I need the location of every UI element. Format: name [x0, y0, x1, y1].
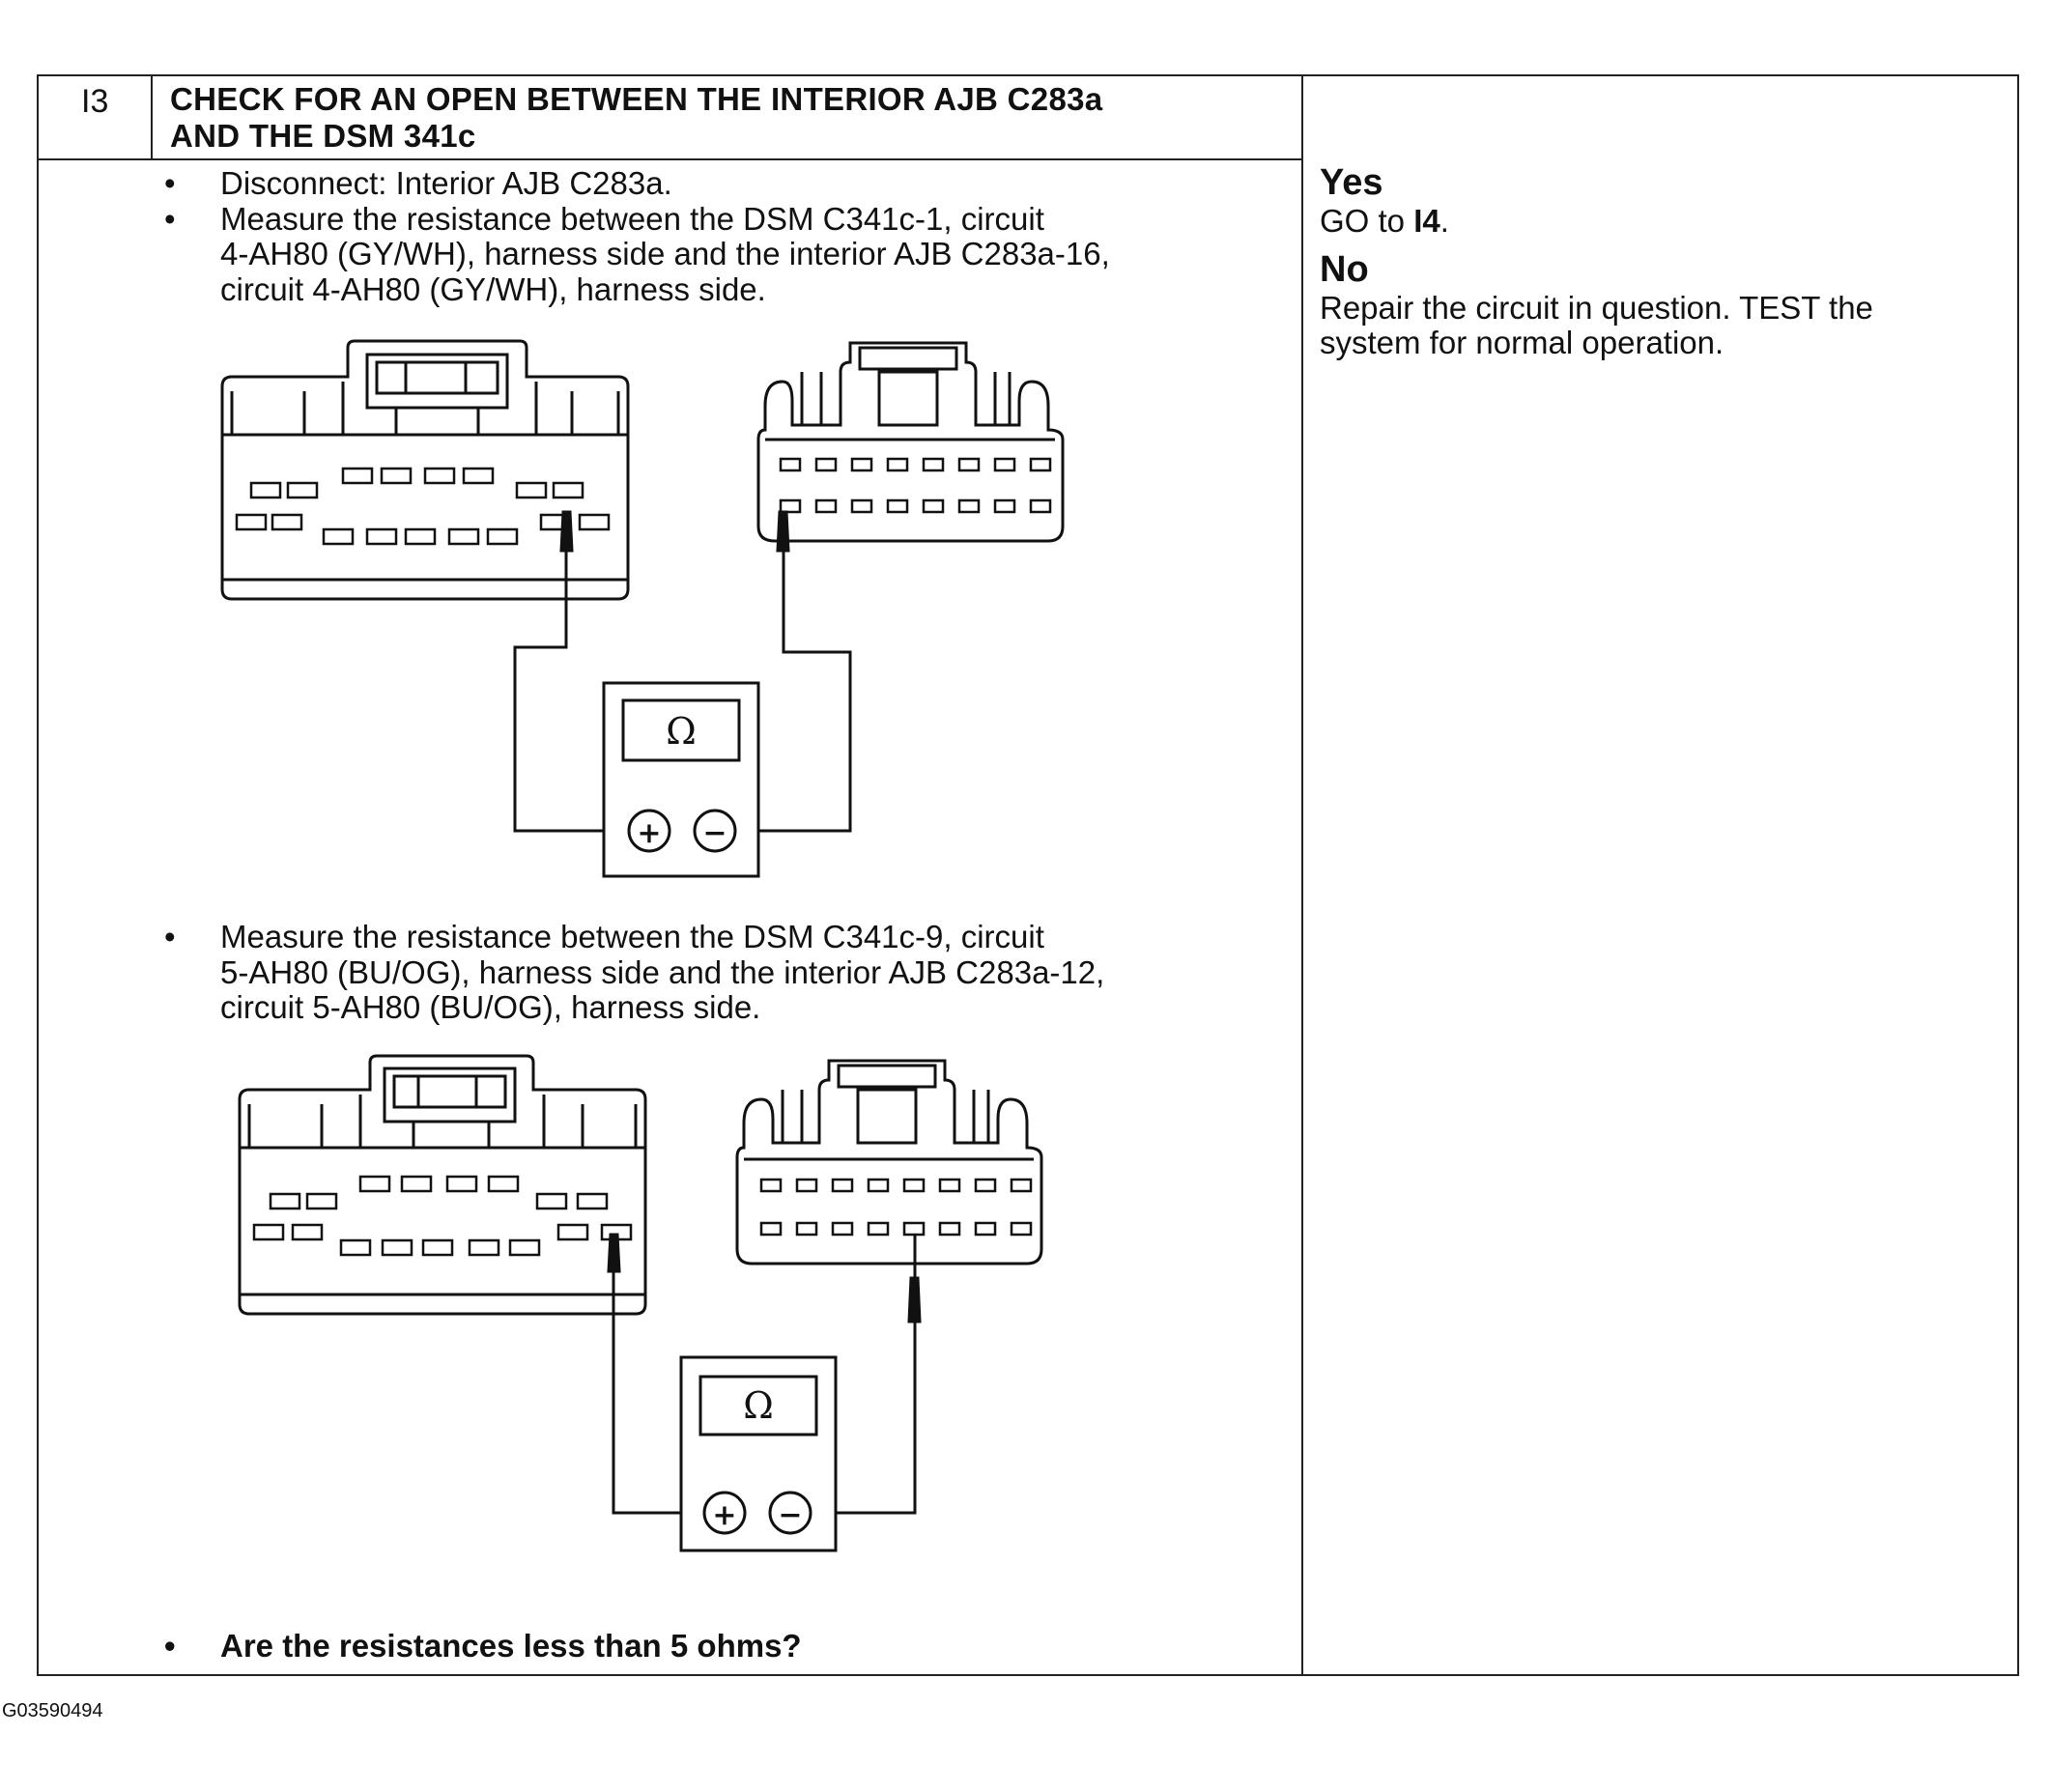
yes-action: GO to I4.: [1320, 203, 1996, 240]
bullet-dot: •: [164, 200, 176, 237]
instruction-disconnect: • Disconnect: Interior AJB C283a.: [164, 165, 1110, 202]
ohmmeter: [679, 1355, 838, 1552]
instruction-measure-2: • Measure the resistance between the DSM…: [164, 919, 1105, 1026]
probe-tip: [559, 510, 574, 553]
ajb-connector: [220, 339, 630, 601]
bullet-dot: •: [164, 1628, 176, 1664]
instruction-measure-1: • Measure the resistance between the DSM…: [164, 200, 1110, 308]
no-action-text: system for normal operation.: [1320, 325, 1724, 360]
results-column: Yes GO to I4. No Repair the circuit in q…: [1320, 162, 1996, 361]
ajb-connector: [238, 1054, 647, 1316]
resistance-diagram-2: Ω + −: [238, 1054, 1043, 1552]
instruction-text: Measure the resistance between the DSM C…: [220, 200, 1044, 237]
figure-code: G03590494: [2, 1700, 103, 1721]
probe-tip: [607, 1233, 621, 1273]
meter-lead-positive: [513, 551, 613, 833]
step-id: I3: [81, 83, 109, 120]
no-action: Repair the circuit in question. TEST the…: [1320, 289, 1996, 361]
step-id-divider: [151, 74, 153, 159]
question-text: Are the resistances less than 5 ohms?: [220, 1628, 802, 1664]
header-divider: [37, 158, 1303, 160]
question-list: • Are the resistances less than 5 ohms?: [164, 1628, 802, 1664]
step-table: [37, 74, 2019, 1676]
step-title-line-2: AND THE DSM 341c: [170, 118, 476, 154]
instruction-text: Measure the resistance between the DSM C…: [220, 919, 1044, 954]
resistance-diagram-1: Ω + −: [220, 339, 1065, 878]
meter-lead-negative: [734, 551, 852, 833]
instruction-text: 4-AH80 (GY/WH), harness side and the int…: [220, 236, 1110, 271]
step-title-line-1: CHECK FOR AN OPEN BETWEEN THE INTERIOR A…: [170, 81, 1103, 117]
column-divider: [1301, 74, 1303, 1676]
minus-terminal: −: [702, 816, 727, 850]
plus-terminal: +: [712, 1498, 736, 1532]
ohm-symbol: Ω: [743, 1384, 774, 1427]
instruction-text: Disconnect: Interior AJB C283a.: [220, 165, 672, 201]
meter-lead-negative: [829, 1235, 917, 1515]
step-title: CHECK FOR AN OPEN BETWEEN THE INTERIOR A…: [170, 81, 1102, 155]
instruction-list-1: • Disconnect: Interior AJB C283a. • Meas…: [164, 165, 1110, 308]
bullet-dot: •: [164, 165, 176, 201]
instruction-text: circuit 4-AH80 (GY/WH), harness side.: [220, 270, 766, 307]
instruction-text: 5-AH80 (BU/OG), harness side and the int…: [220, 953, 1105, 990]
yes-action-text: GO to: [1320, 203, 1414, 239]
ohmmeter: [602, 681, 760, 878]
no-action-text: Repair the circuit in question. TEST the: [1320, 289, 1873, 326]
yes-target-step: I4: [1413, 203, 1440, 239]
yes-action-punct: .: [1439, 203, 1449, 239]
no-label: No: [1320, 248, 1369, 290]
dsm-connector: [756, 341, 1065, 543]
minus-terminal: −: [778, 1498, 802, 1532]
yes-label: Yes: [1320, 162, 1383, 203]
dsm-connector: [735, 1059, 1043, 1266]
instruction-text: circuit 5-AH80 (BU/OG), harness side.: [220, 989, 761, 1025]
ohm-symbol: Ω: [666, 710, 697, 753]
bullet-dot: •: [164, 919, 176, 954]
probe-tip: [776, 510, 790, 553]
instruction-list-2: • Measure the resistance between the DSM…: [164, 919, 1105, 1026]
plus-terminal: +: [637, 816, 661, 850]
instruction-question: • Are the resistances less than 5 ohms?: [164, 1628, 802, 1664]
meter-lead-positive: [612, 1271, 708, 1515]
